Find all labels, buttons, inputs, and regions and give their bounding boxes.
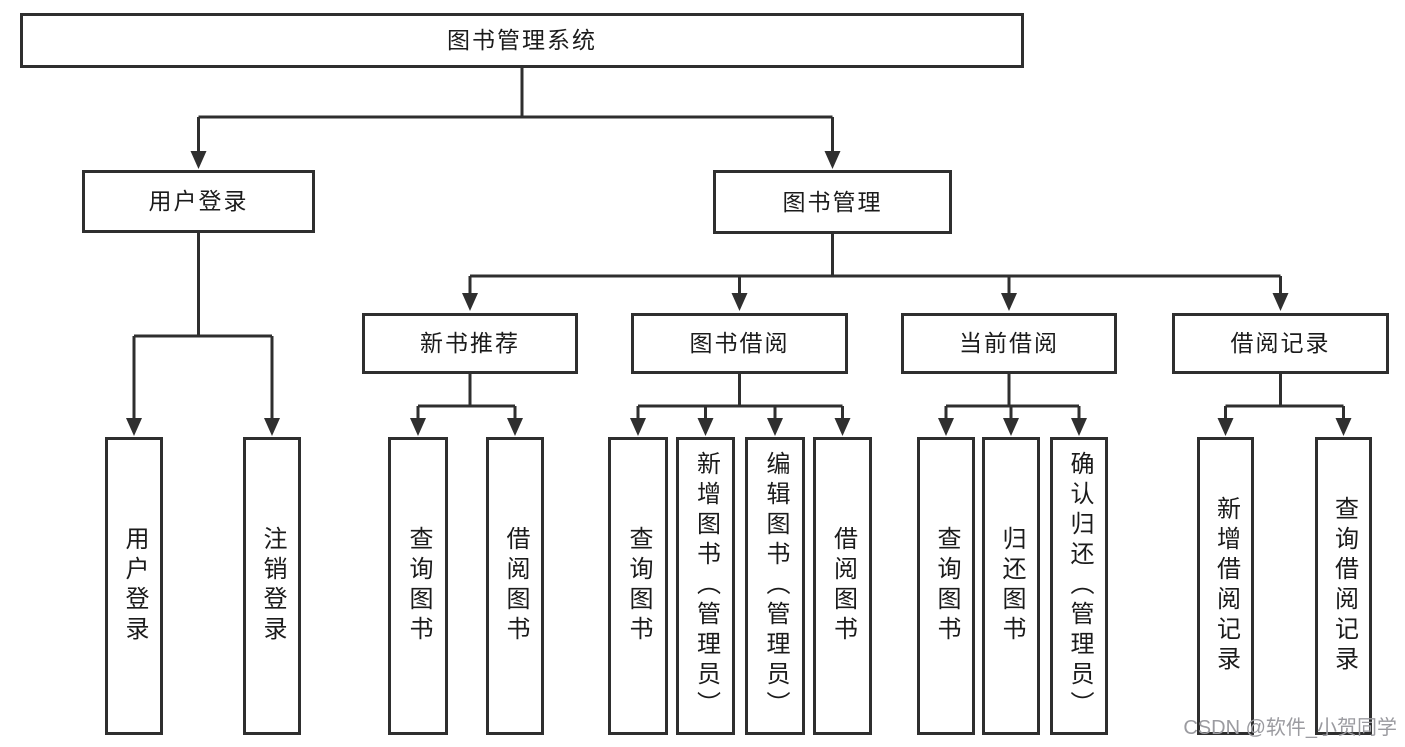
leaf-query-books-borrowing: 查询图书 — [608, 437, 668, 735]
watermark: CSDN @软件_小贺同学 — [1183, 717, 1397, 739]
node-label: 新增借阅记录 — [1212, 496, 1240, 676]
leaf-logout: 注销登录 — [243, 437, 301, 735]
node-label: 借阅图书 — [502, 526, 529, 646]
node-user-login: 用户登录 — [82, 170, 315, 233]
node-borrowing-records: 借阅记录 — [1172, 313, 1389, 374]
node-label: 图书管理 — [782, 188, 883, 215]
leaf-borrow-books-recommend: 借阅图书 — [486, 437, 544, 735]
node-label: 查询图书 — [625, 526, 652, 646]
leaf-user-login: 用户登录 — [105, 437, 163, 735]
leaf-query-borrow-record: 查询借阅记录 — [1315, 437, 1372, 735]
leaf-return-books: 归还图书 — [982, 437, 1040, 735]
leaf-confirm-return-admin: 确认归还（管理员） — [1050, 437, 1108, 735]
node-label: 新增图书（管理员） — [692, 451, 720, 721]
node-label: 借阅图书 — [829, 526, 857, 646]
node-book-borrowing: 图书借阅 — [631, 313, 848, 374]
node-label: 注销登录 — [259, 526, 286, 646]
leaf-add-book-admin: 新增图书（管理员） — [676, 437, 735, 735]
node-label: 查询借阅记录 — [1330, 496, 1358, 676]
node-label: 查询图书 — [933, 526, 960, 646]
leaf-edit-book-admin: 编辑图书（管理员） — [745, 437, 805, 735]
leaf-query-books-recommend: 查询图书 — [388, 437, 448, 735]
node-library-system: 图书管理系统 — [20, 13, 1024, 68]
node-label: 图书管理系统 — [447, 27, 597, 53]
leaf-query-books-current: 查询图书 — [917, 437, 975, 735]
node-current-borrowing: 当前借阅 — [901, 313, 1117, 374]
node-label: 用户登录 — [121, 526, 148, 646]
node-label: 用户登录 — [148, 188, 249, 214]
node-label: 当前借阅 — [959, 330, 1059, 356]
leaf-add-borrow-record: 新增借阅记录 — [1197, 437, 1254, 735]
node-label: 确认归还（管理员） — [1066, 451, 1093, 721]
leaf-borrow-books: 借阅图书 — [813, 437, 872, 735]
node-label: 归还图书 — [998, 526, 1025, 646]
node-label: 借阅记录 — [1230, 330, 1331, 356]
node-label: 图书借阅 — [689, 330, 790, 356]
node-book-management: 图书管理 — [713, 170, 952, 234]
node-new-book-recommend: 新书推荐 — [362, 313, 578, 374]
node-label: 新书推荐 — [420, 330, 520, 356]
node-label: 编辑图书（管理员） — [762, 451, 789, 721]
node-label: 查询图书 — [405, 526, 432, 646]
